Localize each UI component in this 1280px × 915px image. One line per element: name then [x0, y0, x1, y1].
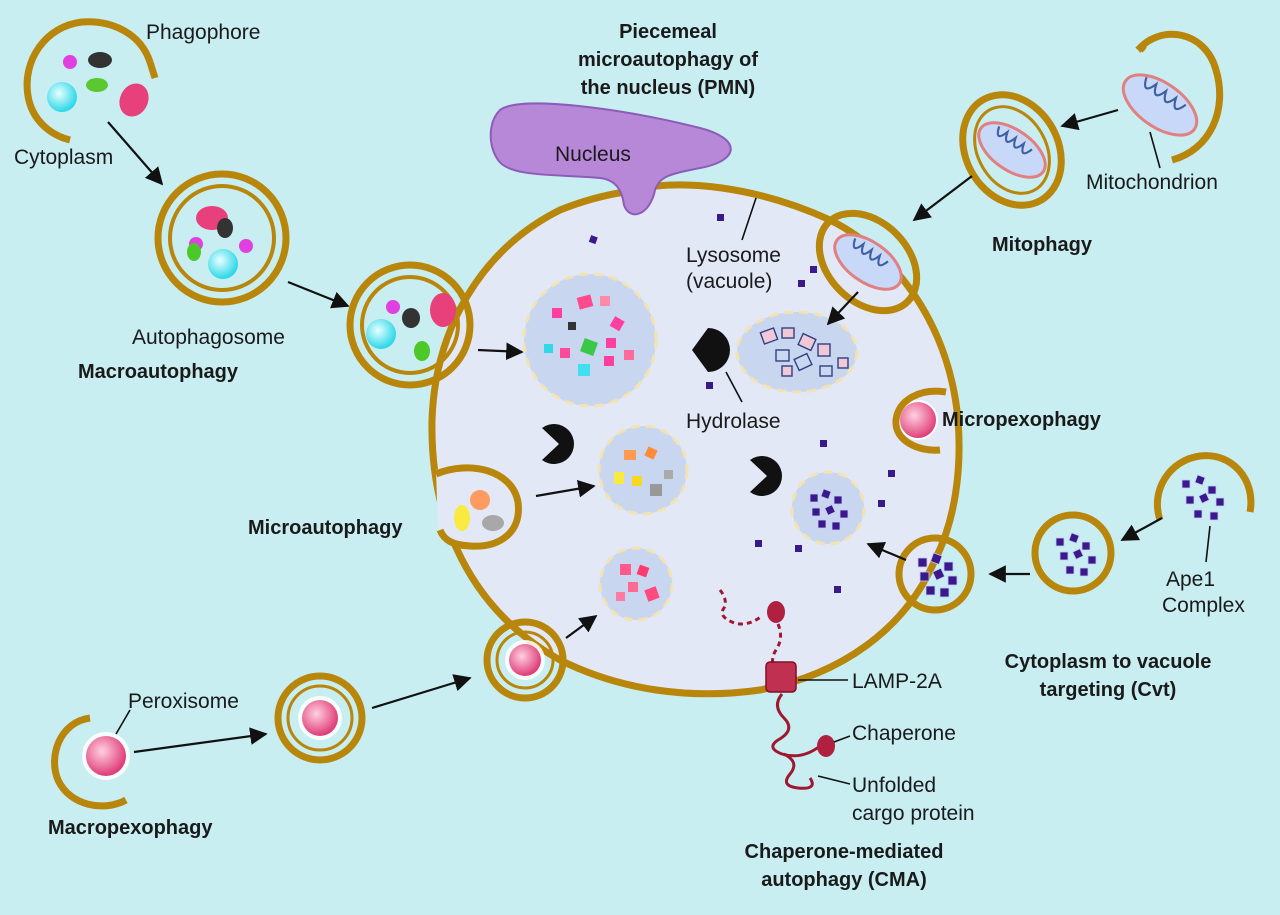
- micropexophagy-invagination: [892, 387, 947, 454]
- arrow-mitophagosome-to-lysosome: [912, 175, 973, 222]
- pexophagy-vesicle: [592, 540, 680, 628]
- microautophagy-title: Microautophagy: [248, 517, 403, 539]
- cma-title-1: Chaperone-mediated: [745, 841, 944, 863]
- lamp2a-label: LAMP-2A: [852, 670, 942, 693]
- ape1-leader: [1205, 525, 1211, 563]
- peroxisome-icon: [86, 736, 126, 776]
- fusing-cvt-vesicle: [895, 534, 975, 614]
- hydrolase-label: Hydrolase: [686, 410, 781, 433]
- fusing-pexophagosome: [483, 618, 567, 702]
- arrow-to-mito-fragments: [826, 291, 859, 326]
- mitochondrion-label: Mitochondrion: [1086, 171, 1218, 194]
- pmn-line1: Piecemeal: [619, 21, 717, 43]
- arrow-pex-phagophore: [133, 727, 268, 754]
- cvt-vesicle-outside: [1031, 511, 1115, 595]
- peroxisome-phagophore: [51, 714, 130, 810]
- phagophore-label: Phagophore: [146, 21, 260, 44]
- ape1-particles: [588, 214, 895, 593]
- nucleus-label: Nucleus: [555, 143, 631, 166]
- micropexophagy-title: Micropexophagy: [942, 409, 1102, 431]
- peroxisome-label: Peroxisome: [128, 690, 239, 713]
- cvt-vesicle: [790, 470, 866, 546]
- arrow-to-cvt-inner: [866, 542, 907, 562]
- macropexophagy-title: Macropexophagy: [48, 817, 213, 839]
- chaperone-label: Chaperone: [852, 722, 956, 745]
- hydrolase-pacman-icon: [692, 328, 730, 372]
- peroxisome-leader: [115, 709, 131, 735]
- pmn-title: Piecemeal microautophagy of the nucleus …: [578, 21, 758, 99]
- hydrolase-pacman-icon: [542, 424, 574, 464]
- ape1-label-1: Ape1: [1166, 568, 1215, 591]
- cytoplasm-label: Cytoplasm: [14, 146, 113, 169]
- microautophagy-vesicle: [597, 424, 689, 516]
- autophagosome: [154, 170, 290, 306]
- ape1-complex-icon: [1181, 474, 1225, 521]
- hydrolase-pacman-icon: [750, 456, 782, 496]
- ape1-label-2: Complex: [1162, 594, 1245, 617]
- chaperone-icon: [817, 735, 835, 757]
- autolysosome-vesicle: [522, 272, 658, 408]
- fusing-mitophagosome: [815, 209, 921, 315]
- lysosome-label-1: Lysosome: [686, 244, 781, 267]
- lysosome-leader: [741, 197, 757, 241]
- nucleus: Nucleus: [489, 102, 732, 216]
- pmn-line2: microautophagy of: [578, 49, 758, 71]
- cma-pathway: [718, 589, 835, 790]
- unfolded-label-2: cargo protein: [852, 802, 975, 825]
- macroautophagy-title: Macroautophagy: [78, 361, 239, 383]
- arrow-phagophore-to-autophagosome: [107, 121, 164, 186]
- cma-title-2: autophagy (CMA): [761, 869, 927, 891]
- ape1-phagophore: [1153, 452, 1255, 522]
- autophagosome-label: Autophagosome: [132, 326, 285, 349]
- fusing-autophagosome: [346, 261, 474, 389]
- arrow-autophagosome-to-lysosome: [287, 280, 350, 309]
- pmn-line3: the nucleus (PMN): [581, 77, 755, 99]
- hydrolase-leader: [725, 371, 743, 403]
- chaperone-leader: [833, 735, 851, 743]
- phagophore: [23, 18, 159, 144]
- mitochondrial-fragments-vesicle: [735, 310, 859, 394]
- pexophagosome: [274, 672, 366, 764]
- mitochondrion-icon: [1121, 73, 1199, 137]
- cvt-title-2: targeting (Cvt): [1040, 679, 1177, 701]
- unfolded-label-1: Unfolded: [852, 774, 936, 797]
- lysosome-label-2: (vacuole): [686, 270, 772, 293]
- mitochondrion-leader: [1149, 131, 1161, 169]
- arrow-ape1-to-cvt: [1120, 517, 1163, 541]
- arrow-to-autolysosome: [477, 342, 524, 361]
- mitophagosome: [959, 91, 1065, 209]
- arrow-pexophagosome-to-lysosome: [371, 674, 472, 710]
- arrow-micro-to-vesicle: [535, 480, 596, 498]
- mitochondrion-phagophore: [1135, 30, 1224, 164]
- microautophagy-invagination: [434, 464, 522, 550]
- unfolded-leader: [817, 775, 851, 785]
- cvt-title-1: Cytoplasm to vacuole: [1005, 651, 1212, 673]
- arrow-to-pex-fragments: [565, 614, 598, 639]
- lamp2a-receptor: [765, 661, 797, 693]
- arrow-mito-phagophore: [1060, 108, 1119, 131]
- mitophagy-title: Mitophagy: [992, 234, 1093, 256]
